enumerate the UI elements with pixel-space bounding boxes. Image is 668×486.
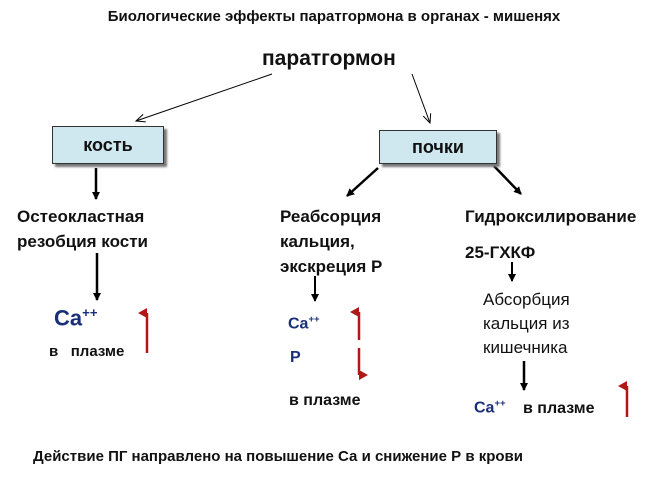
effect-bone-resorption: Остеокластная резобция кости	[17, 207, 148, 251]
target-box-kidney: почки	[379, 130, 497, 164]
diagram-title: Биологические эффекты паратгормона в орг…	[107, 8, 561, 25]
target-box-bone: кость	[52, 126, 164, 164]
bone-ca-label: Ca++	[54, 305, 98, 331]
gut-ca-symbol: Ca	[474, 399, 495, 417]
footer-conclusion: Действие ПГ направлено на повышение Са и…	[33, 448, 523, 465]
arrow-kidney-to-hydroxylation	[493, 165, 522, 195]
bone-ca-symbol: Ca	[54, 305, 83, 331]
target-label-kidney: почки	[412, 136, 464, 157]
target-label-bone: кость	[83, 134, 133, 155]
arrow-kidney-to-reabsorption	[346, 167, 379, 197]
effect-hydroxylation-target: 25-ГХКФ	[465, 243, 536, 262]
gut-ca-charge: ++	[494, 398, 506, 409]
bone-ca-charge: ++	[82, 305, 98, 320]
gut-ca-label: Ca++	[474, 398, 506, 417]
effect-kidney-reabsorption: Реабсорция кальция, экскреция Р	[280, 207, 383, 276]
gut-plasma-label: в плазме	[523, 400, 595, 417]
hormone-label: паратгормон	[262, 47, 396, 70]
arrow-hormone-to-kidney	[411, 73, 430, 123]
effect-hydroxylation: Гидроксилирование	[465, 207, 637, 226]
bone-plasma-label: в плазме	[49, 343, 125, 360]
arrow-hormone-to-bone	[136, 73, 273, 121]
kidney-ca-label: Ca++	[288, 314, 320, 333]
effect-absorption: Абсорбция кальция из кишечника	[483, 290, 570, 357]
kidney-p-label: P	[290, 349, 301, 366]
kidney-ca-charge: ++	[308, 314, 320, 325]
kidney-ca-symbol: Ca	[288, 315, 309, 333]
kidney-plasma-label: в плазме	[289, 392, 361, 409]
